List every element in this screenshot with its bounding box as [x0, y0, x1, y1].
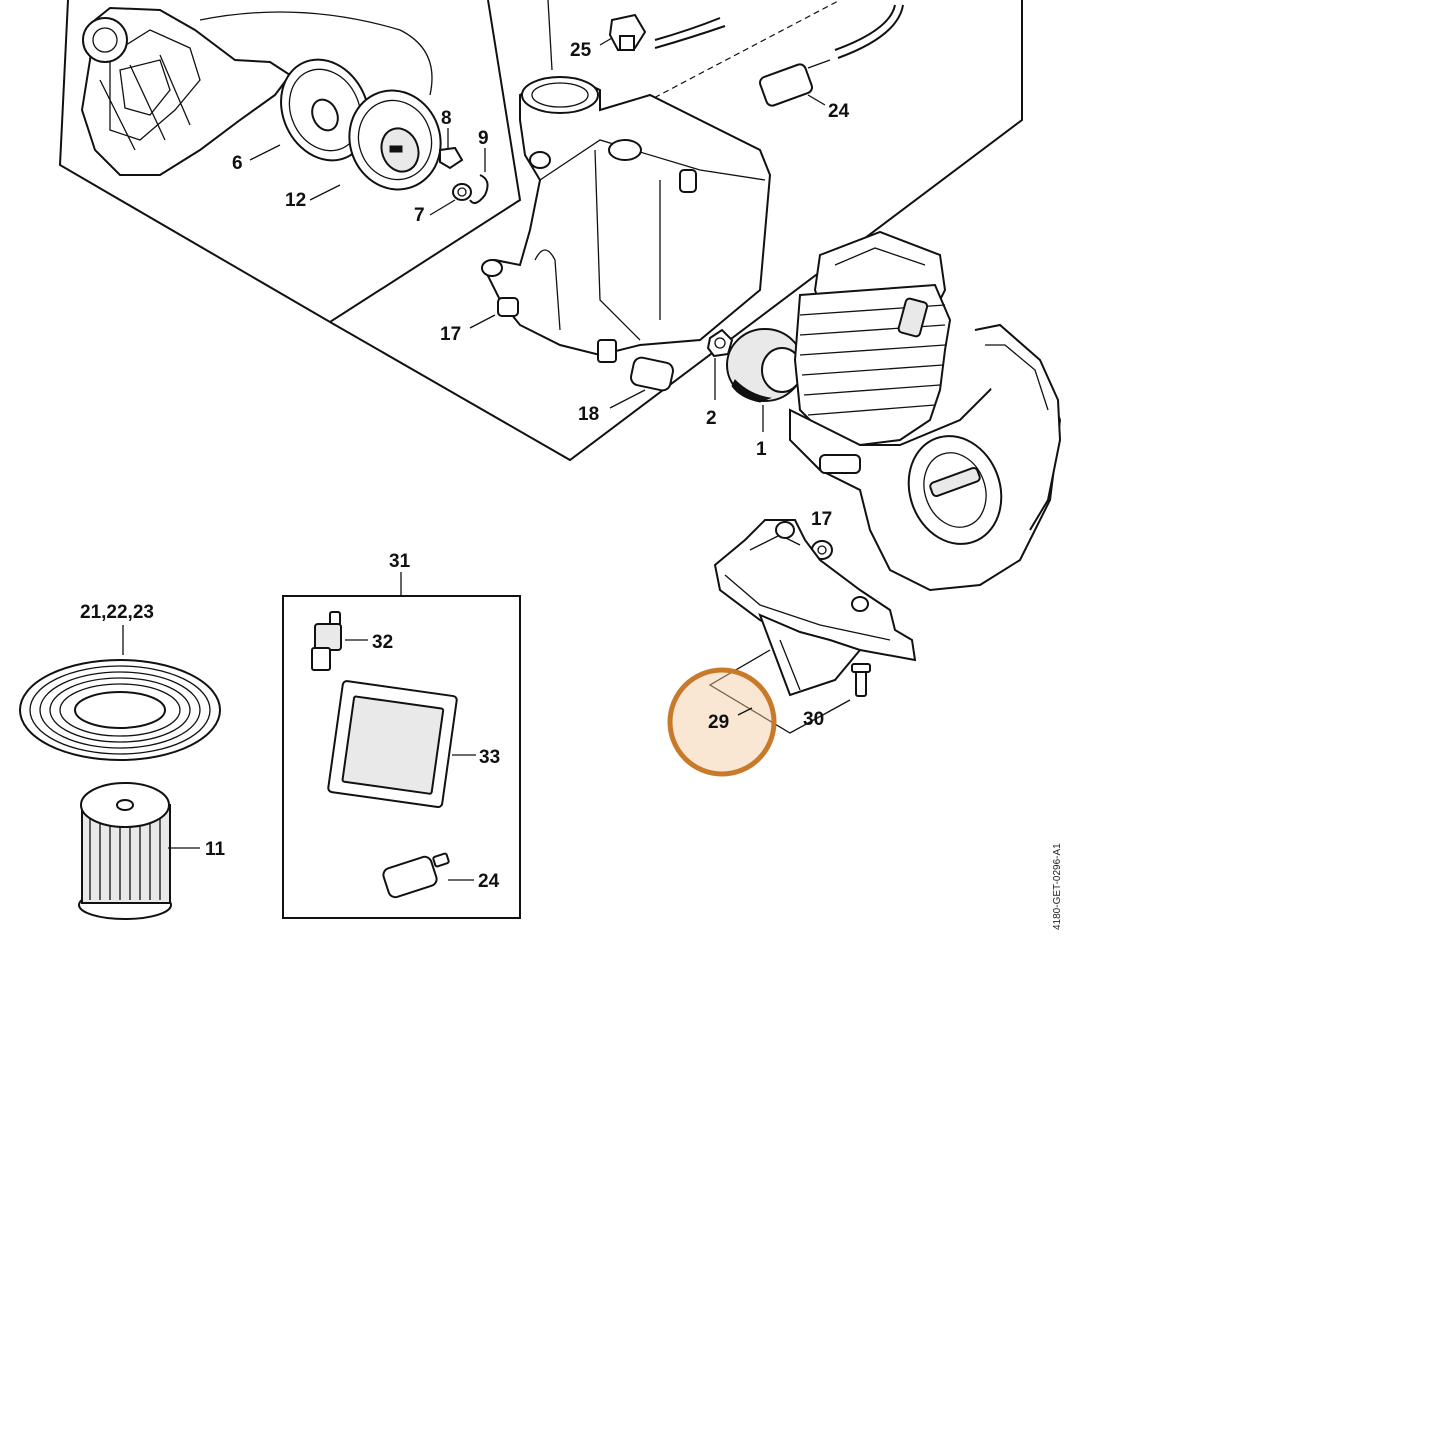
part-29-carrier: [708, 519, 917, 734]
starter-panel: [58, 0, 522, 324]
label-17-top: 17: [440, 324, 461, 345]
label-31: 31: [389, 551, 411, 572]
label-24-bottom: 24: [478, 871, 500, 892]
label-32: 32: [372, 632, 393, 653]
label-9: 9: [478, 128, 489, 149]
label-30: 30: [803, 709, 824, 730]
label-18: 18: [578, 404, 599, 425]
engine-assembly: [706, 230, 1062, 592]
label-6: 6: [232, 153, 243, 174]
label-2: 2: [706, 408, 717, 429]
document-code: 4180-GET-0296-A1: [1052, 843, 1063, 930]
service-kit-box: [282, 572, 521, 919]
highlight-circle[interactable]: [667, 667, 777, 777]
loose-parts-left: [19, 625, 221, 920]
label-33: 33: [479, 747, 500, 768]
label-17-mid: 17: [811, 509, 832, 530]
label-24-top: 24: [828, 101, 850, 122]
label-21-22-23: 21,22,23: [80, 602, 154, 623]
label-8: 8: [441, 108, 452, 129]
fuel-tank-panel: [329, 0, 1023, 462]
label-25: 25: [570, 40, 592, 61]
label-1: 1: [756, 439, 767, 460]
label-29[interactable]: 29: [708, 712, 729, 733]
label-12: 12: [285, 190, 306, 211]
label-7: 7: [414, 205, 425, 226]
label-11: 11: [205, 839, 226, 860]
